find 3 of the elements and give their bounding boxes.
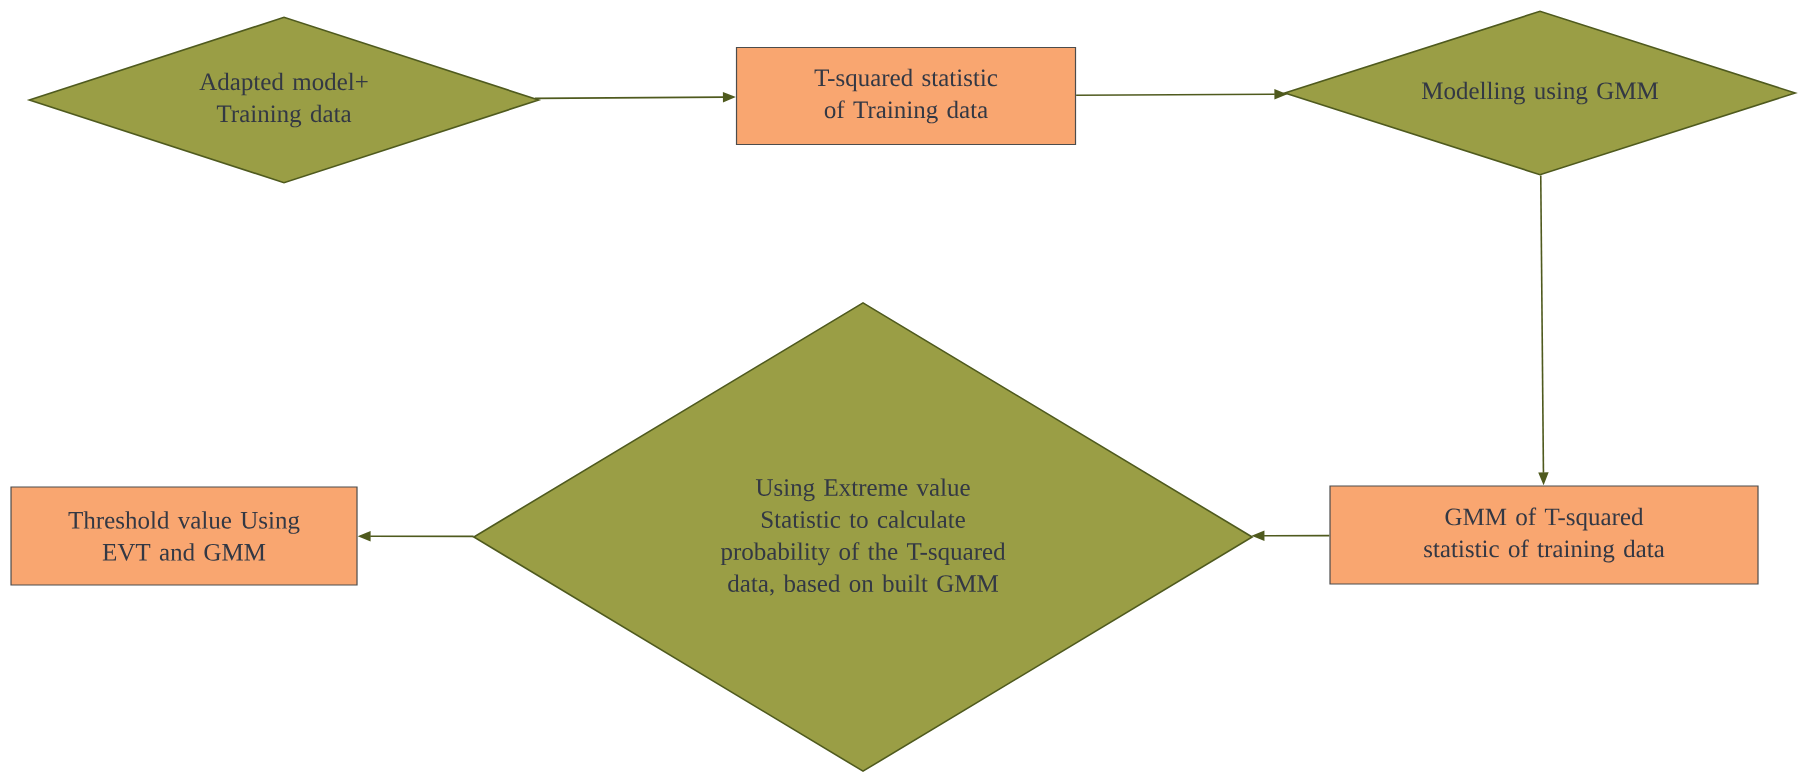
process-box: GMM of T-squared statistic of training data xyxy=(1329,485,1759,585)
process-box: Threshold value Using EVT and GMM xyxy=(10,486,358,586)
process-box: T-squared statistic of Training data xyxy=(735,46,1077,146)
